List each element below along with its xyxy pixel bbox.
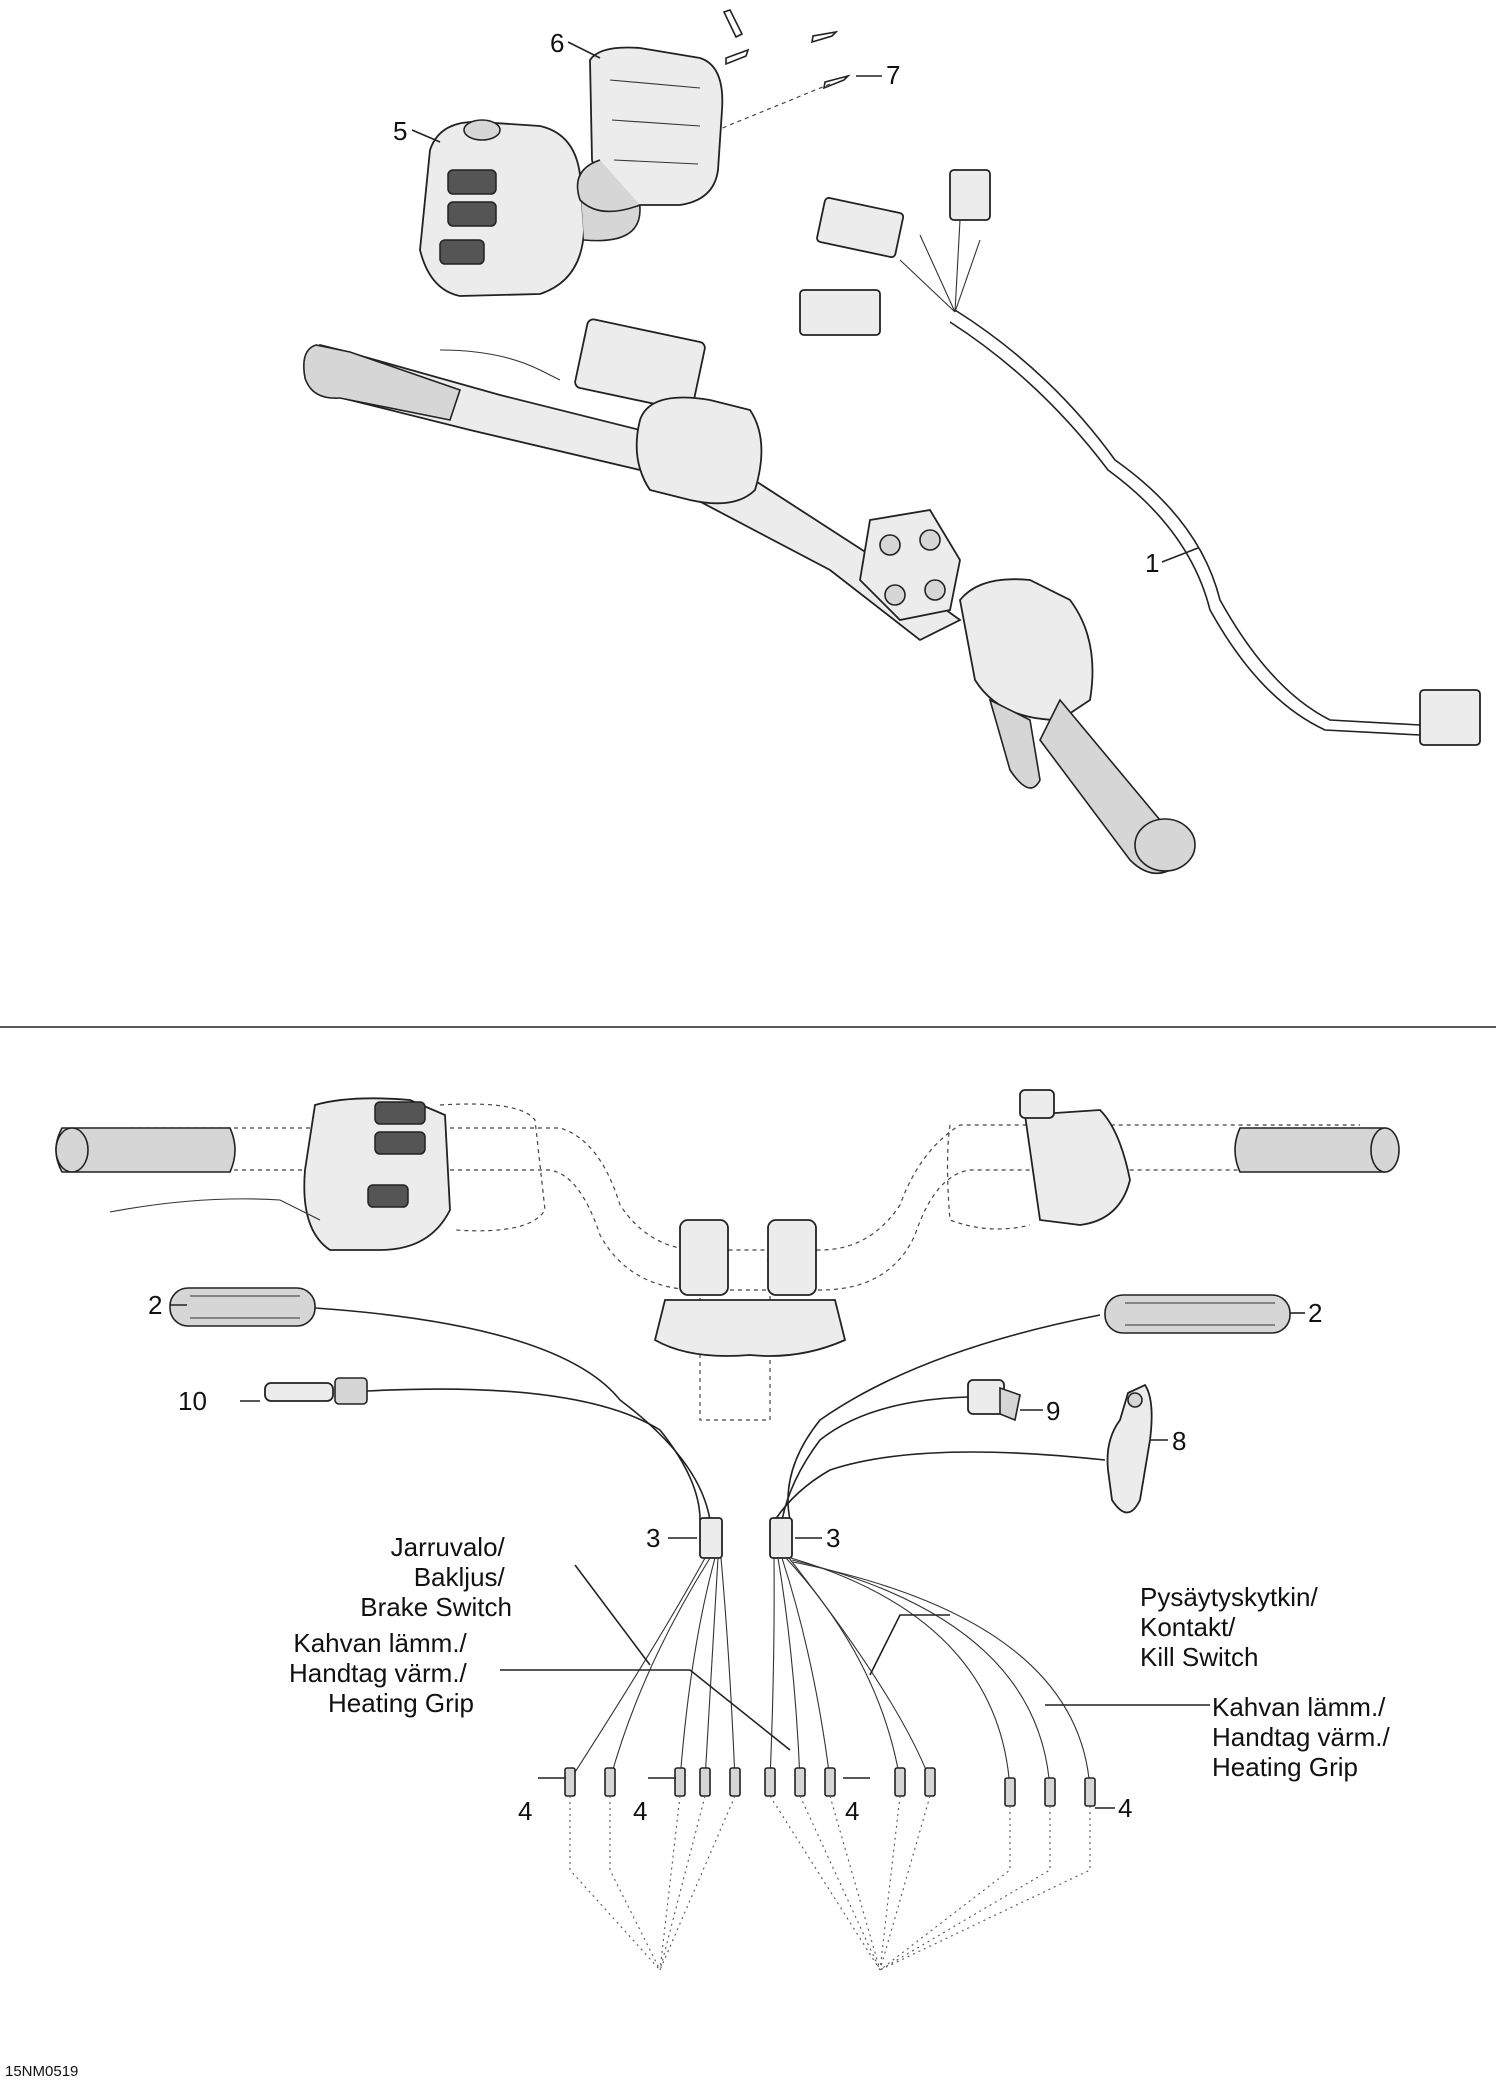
connector-9 (967, 1379, 1021, 1422)
right-grip-assembly (946, 1089, 1400, 1230)
housing-cover (576, 46, 724, 213)
leader-5 (411, 129, 441, 143)
note-heating-grip-right: Kahvan lämm./ Handtag värm./ Heating Gri… (1212, 1692, 1397, 1782)
callout-2-left: 2 (148, 1290, 162, 1320)
sensor-10 (264, 1377, 368, 1405)
top-exploded-view: 5 6 7 1 (303, 9, 1481, 875)
callout-8: 8 (1172, 1426, 1186, 1456)
bottom-wiring-view: 2 2 10 9 8 3 3 4 4 4 4 Jarruvalo/ Baklju… (55, 1089, 1400, 1971)
handlebar (303, 318, 1196, 875)
screws (722, 9, 851, 90)
callout-4-c: 4 (845, 1796, 859, 1826)
callout-6: 6 (550, 28, 564, 58)
callout-1: 1 (1145, 548, 1159, 578)
sleeve-right (769, 1517, 793, 1559)
terminals (564, 1767, 1096, 1807)
callout-5: 5 (393, 116, 407, 146)
callout-2-right: 2 (1308, 1298, 1322, 1328)
callout-4-a: 4 (518, 1796, 532, 1826)
callout-4-b: 4 (633, 1796, 647, 1826)
note-brake-switch: Jarruvalo/ Bakljus/ Brake Switch (360, 1532, 512, 1622)
sleeve-left (699, 1517, 723, 1559)
callout-3-left: 3 (646, 1523, 660, 1553)
brake-switch-bracket-8 (1106, 1383, 1153, 1514)
breakout-wires (569, 1557, 1091, 1791)
leader-1 (1161, 547, 1199, 563)
leader-6 (567, 41, 601, 59)
heating-grip-right (1104, 1294, 1291, 1334)
diagram-code: 15NM0519 (5, 2063, 78, 2080)
harness-wires (314, 1307, 1106, 1521)
callout-3-right: 3 (826, 1523, 840, 1553)
left-grip-assembly (55, 1097, 546, 1251)
heating-grip-left (169, 1287, 316, 1327)
note-heating-grip-left: Kahvan lämm./ Handtag värm./ Heating Gri… (289, 1628, 474, 1718)
callout-7: 7 (886, 60, 900, 90)
note-kill-switch: Pysäytyskytkin/ Kontakt/ Kill Switch (1140, 1582, 1325, 1672)
phantom-handlebar (130, 1124, 1360, 1291)
callout-10: 10 (178, 1386, 207, 1416)
connection-dots (569, 1795, 1091, 1971)
callout-4-d: 4 (1118, 1793, 1132, 1823)
main-wire-harness (799, 169, 1481, 746)
callout-9: 9 (1046, 1396, 1060, 1426)
